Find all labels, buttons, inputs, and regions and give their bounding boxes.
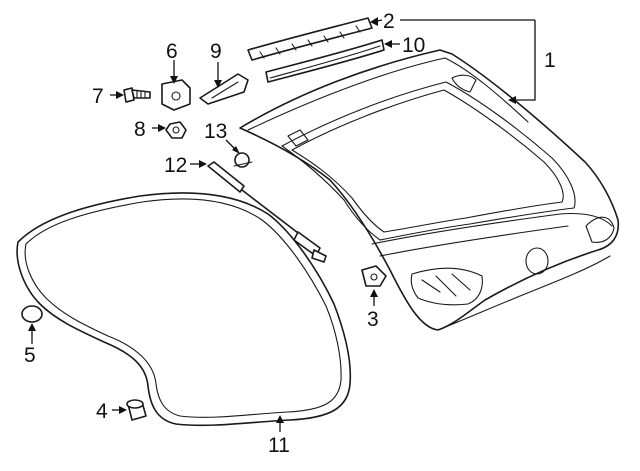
clip — [233, 152, 253, 168]
callout-7: 7 — [92, 85, 104, 108]
callout-9: 9 — [210, 40, 222, 63]
liftgate-panel — [239, 49, 620, 331]
callout-5: 5 — [24, 344, 36, 367]
bolt — [123, 87, 151, 103]
callout-11: 11 — [268, 434, 290, 457]
garnish-molding — [265, 39, 385, 83]
callout-4: 4 — [96, 400, 108, 423]
callout-10: 10 — [402, 34, 425, 57]
hinge — [161, 79, 191, 111]
callout-12: 12 — [164, 154, 187, 177]
latch-striker — [361, 265, 387, 287]
bumper-plug — [21, 305, 43, 323]
hinge-bracket — [199, 73, 249, 105]
callout-8: 8 — [134, 118, 146, 141]
callout-1: 1 — [544, 49, 556, 72]
nut — [165, 121, 187, 139]
callout-2: 2 — [383, 10, 395, 33]
weatherstrip-seal — [16, 192, 352, 427]
spoiler-strip — [247, 17, 373, 61]
stopper — [126, 399, 147, 421]
gas-strut — [207, 161, 327, 263]
callout-3: 3 — [367, 308, 379, 331]
callout-labels: 1 2 3 4 5 6 7 8 9 10 11 12 13 — [24, 10, 556, 457]
leader-lines — [28, 17, 536, 432]
callout-6: 6 — [166, 40, 178, 63]
callout-13: 13 — [204, 120, 227, 143]
